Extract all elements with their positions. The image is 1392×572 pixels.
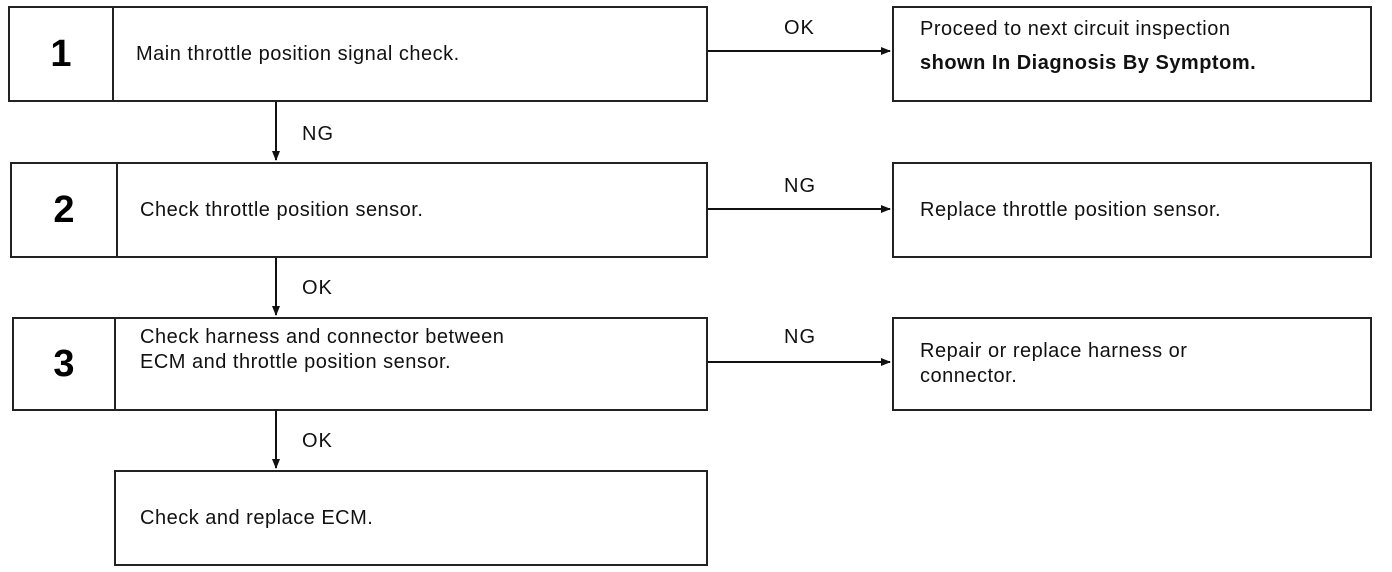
result-3-box: Repair or replace harness or connector. (892, 317, 1372, 411)
result-3-text: Repair or replace harness or connector. (920, 319, 1187, 409)
result-1-text: Proceed to next circuit inspection shown… (920, 8, 1256, 100)
step-2-number: 2 (12, 164, 118, 256)
step-1-text: Main throttle position signal check. (136, 42, 460, 65)
label-step3-right: NG (784, 326, 816, 348)
step-1-number: 1 (10, 8, 114, 100)
result-1-line-2: shown In Diagnosis By Symptom. (920, 52, 1257, 74)
result-1-box: Proceed to next circuit inspection shown… (892, 6, 1372, 102)
label-step3-down: OK (302, 430, 333, 452)
step-3-text-line-1: Check harness and connector between (140, 326, 505, 348)
final-action-box: Check and replace ECM. (114, 470, 708, 566)
result-3-line-1: Repair or replace harness or (920, 340, 1188, 362)
final-action-text: Check and replace ECM. (140, 506, 374, 529)
step-1-box: 1 Main throttle position signal check. (8, 6, 708, 102)
step-2-text: Check throttle position sensor. (140, 198, 424, 221)
result-2-text: Replace throttle position sensor. (920, 198, 1222, 221)
result-3-line-2: connector. (920, 365, 1018, 387)
result-1-line-1: Proceed to next circuit inspection (920, 18, 1231, 40)
step-2-box: 2 Check throttle position sensor. (10, 162, 708, 258)
label-step1-down: NG (302, 123, 334, 145)
label-step2-right: NG (784, 175, 816, 197)
step-3-text: Check harness and connector between ECM … (140, 319, 504, 409)
step-3-number: 3 (14, 319, 116, 409)
label-step1-right: OK (784, 17, 815, 39)
step-3-text-line-2: ECM and throttle position sensor. (140, 351, 452, 373)
label-step2-down: OK (302, 277, 333, 299)
result-2-box: Replace throttle position sensor. (892, 162, 1372, 258)
step-3-box: 3 Check harness and connector between EC… (12, 317, 708, 411)
